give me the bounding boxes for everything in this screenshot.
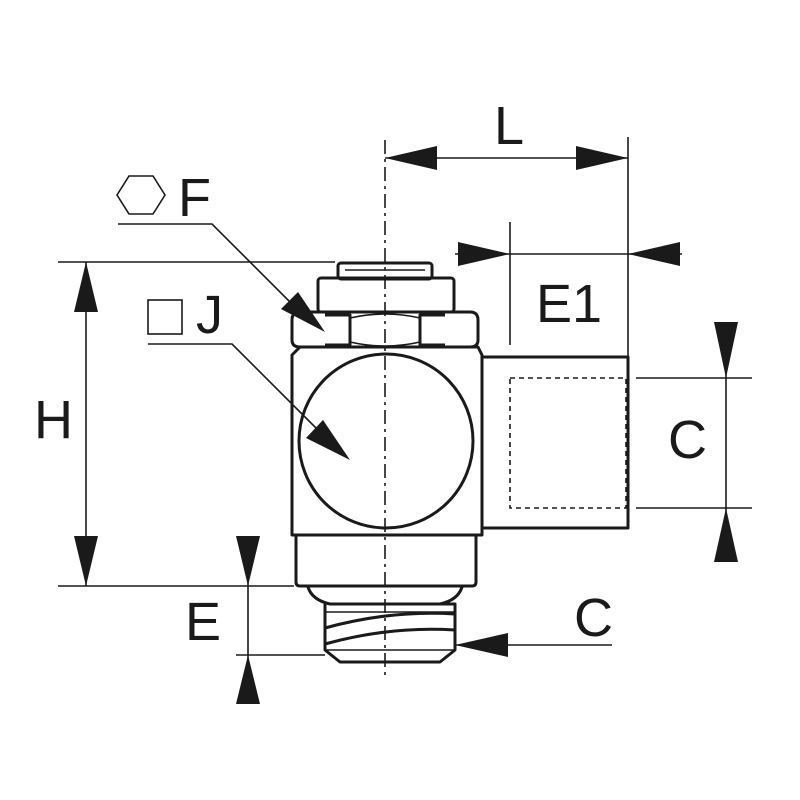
label-e: E	[185, 592, 221, 652]
leader-c-thread	[455, 633, 612, 657]
leader-j	[148, 343, 350, 460]
hexagon-icon	[116, 175, 166, 215]
label-f: F	[178, 168, 211, 228]
label-l: L	[494, 96, 524, 156]
leader-f	[118, 223, 325, 332]
label-c-thread: C	[574, 588, 613, 648]
main-body	[290, 345, 484, 537]
label-h: H	[34, 390, 73, 450]
threaded-stem	[306, 586, 464, 664]
top-cap	[316, 261, 456, 314]
dimension-c-side	[636, 322, 752, 562]
dimension-e1	[455, 222, 682, 345]
lower-body	[294, 533, 478, 588]
label-e1: E1	[536, 274, 602, 334]
dimension-h	[58, 261, 335, 587]
body-circle	[297, 352, 475, 530]
dimension-e	[236, 536, 325, 704]
dimension-l	[385, 137, 629, 360]
label-j: J	[196, 285, 223, 345]
square-icon	[147, 299, 183, 335]
side-port	[482, 355, 630, 530]
label-c-side: C	[668, 410, 707, 470]
